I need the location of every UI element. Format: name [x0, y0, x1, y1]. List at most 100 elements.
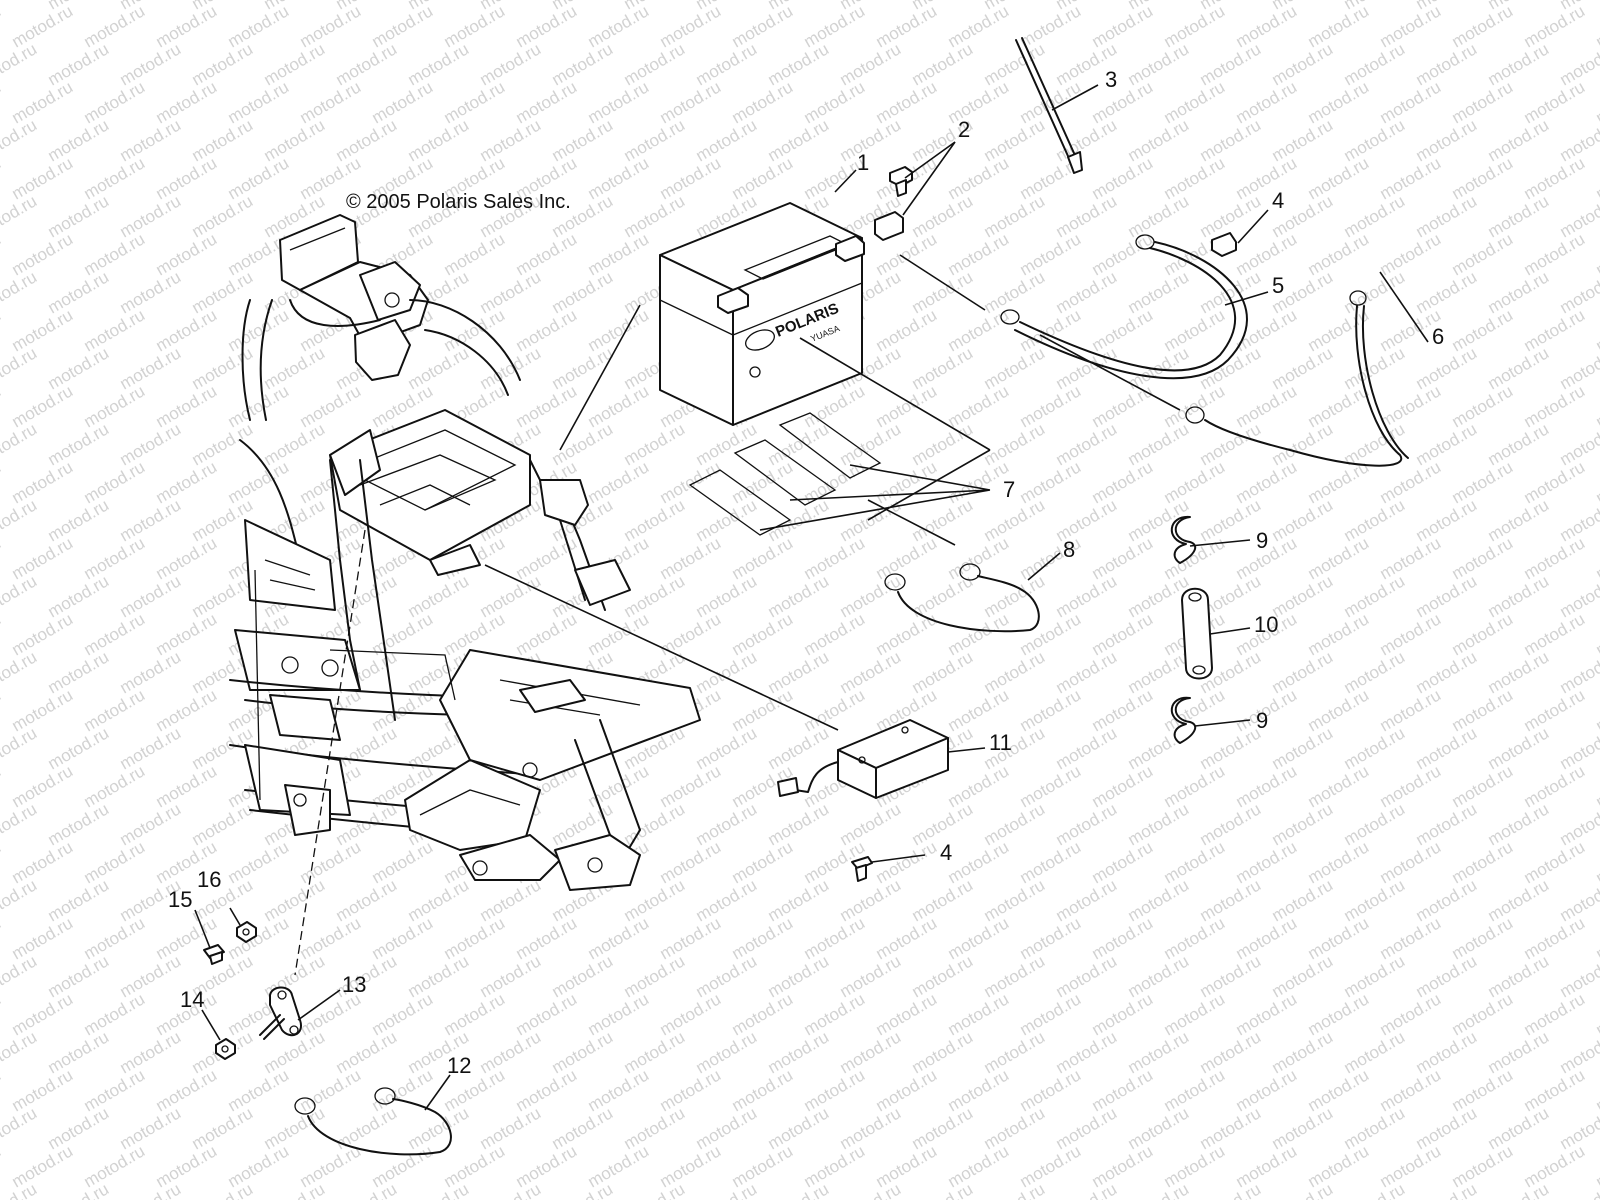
watermark-text: motod.ru: [513, 77, 581, 127]
watermark-text: motod.ru: [1593, 989, 1600, 1039]
watermark-text: motod.ru: [1233, 837, 1301, 887]
watermark-text: motod.ru: [729, 837, 797, 887]
watermark-text: motod.ru: [0, 837, 4, 887]
watermark-text: motod.ru: [81, 1065, 149, 1115]
watermark-text: motod.ru: [189, 191, 257, 241]
watermark-text: motod.ru: [1017, 457, 1085, 507]
watermark-text: motod.ru: [1485, 1027, 1553, 1077]
watermark-text: motod.ru: [945, 1, 1013, 51]
watermark-text: motod.ru: [1053, 1027, 1121, 1077]
watermark-text: motod.ru: [1269, 115, 1337, 165]
watermark-text: motod.ru: [1053, 1103, 1121, 1153]
watermark-text: motod.ru: [1233, 913, 1301, 963]
watermark-text: motod.ru: [729, 685, 797, 735]
watermark-text: motod.ru: [945, 153, 1013, 203]
watermark-text: motod.ru: [0, 457, 4, 507]
watermark-text: motod.ru: [909, 419, 977, 469]
watermark-text: motod.ru: [1449, 381, 1517, 431]
watermark-text: motod.ru: [189, 39, 257, 89]
watermark-text: motod.ru: [45, 419, 113, 469]
watermark-text: motod.ru: [981, 951, 1049, 1001]
watermark-text: motod.ru: [9, 381, 77, 431]
watermark-text: motod.ru: [81, 837, 149, 887]
part-2-terminal-hardware: [874, 166, 913, 241]
watermark-text: motod.ru: [81, 989, 149, 1039]
watermark-text: motod.ru: [1197, 723, 1265, 773]
watermark-text: motod.ru: [1089, 381, 1157, 431]
watermark-text: motod.ru: [297, 837, 365, 887]
watermark-text: motod.ru: [405, 1179, 473, 1200]
watermark-text: motod.ru: [513, 609, 581, 659]
watermark-text: motod.ru: [1017, 1, 1085, 51]
callout-1: 1: [857, 150, 869, 175]
watermark-text: motod.ru: [1485, 1103, 1553, 1153]
watermark-text: motod.ru: [837, 39, 905, 89]
watermark-text: motod.ru: [1161, 1065, 1229, 1115]
watermark-text: motod.ru: [1449, 609, 1517, 659]
watermark-text: motod.ru: [837, 1103, 905, 1153]
watermark-text: motod.ru: [837, 875, 905, 925]
watermark-text: motod.ru: [0, 1065, 4, 1115]
watermark-text: motod.ru: [117, 799, 185, 849]
watermark-text: motod.ru: [1305, 913, 1373, 963]
watermark-text: motod.ru: [1341, 799, 1409, 849]
watermark-text: motod.ru: [0, 685, 4, 735]
watermark-text: motod.ru: [549, 39, 617, 89]
part-5-cable: [1000, 234, 1248, 380]
watermark-text: motod.ru: [1305, 1065, 1373, 1115]
watermark-text: motod.ru: [1485, 495, 1553, 545]
watermark-text: motod.ru: [693, 115, 761, 165]
watermark-text: motod.ru: [1305, 77, 1373, 127]
watermark-text: motod.ru: [945, 685, 1013, 735]
watermark-text: motod.ru: [1593, 685, 1600, 735]
callout-5: 5: [1272, 273, 1284, 298]
watermark-text: motod.ru: [1125, 799, 1193, 849]
watermark-text: motod.ru: [81, 457, 149, 507]
watermark-text: motod.ru: [297, 1, 365, 51]
watermark-text: motod.ru: [837, 951, 905, 1001]
watermark-text: motod.ru: [1341, 571, 1409, 621]
watermark-text: motod.ru: [1089, 229, 1157, 279]
watermark-text: motod.ru: [1197, 115, 1265, 165]
watermark-text: motod.ru: [9, 1, 77, 51]
watermark-text: motod.ru: [909, 951, 977, 1001]
callout-7: 7: [1003, 477, 1015, 502]
watermark-text: motod.ru: [0, 875, 40, 925]
watermark-text: motod.ru: [117, 571, 185, 621]
watermark-text: motod.ru: [1377, 989, 1445, 1039]
watermark-text: motod.ru: [225, 381, 293, 431]
watermark-text: motod.ru: [1161, 761, 1229, 811]
watermark-text: motod.ru: [117, 39, 185, 89]
watermark-text: motod.ru: [657, 761, 725, 811]
watermark-text: motod.ru: [117, 1179, 185, 1200]
watermark-text: motod.ru: [693, 419, 761, 469]
watermark-text: motod.ru: [0, 267, 40, 317]
watermark-text: motod.ru: [0, 115, 40, 165]
watermark-text: motod.ru: [1017, 989, 1085, 1039]
watermark-text: motod.ru: [1017, 1065, 1085, 1115]
watermark-text: motod.ru: [45, 1179, 113, 1200]
watermark-text: motod.ru: [513, 381, 581, 431]
watermark-text: motod.ru: [1305, 989, 1373, 1039]
watermark-text: motod.ru: [1125, 191, 1193, 241]
watermark-text: motod.ru: [1053, 1179, 1121, 1200]
watermark-text: motod.ru: [945, 77, 1013, 127]
watermark-text: motod.ru: [837, 419, 905, 469]
watermark-text: motod.ru: [1305, 837, 1373, 887]
callout-13: 13: [342, 972, 366, 997]
watermark-text: motod.ru: [1377, 1, 1445, 51]
watermark-text: motod.ru: [1521, 609, 1589, 659]
watermark-text: motod.ru: [729, 989, 797, 1039]
watermark-text: motod.ru: [225, 1065, 293, 1115]
watermark-text: motod.ru: [117, 495, 185, 545]
watermark-text: motod.ru: [585, 989, 653, 1039]
watermark-text: motod.ru: [297, 77, 365, 127]
watermark-text: motod.ru: [0, 495, 40, 545]
watermark-text: motod.ru: [873, 381, 941, 431]
watermark-text: motod.ru: [0, 419, 40, 469]
watermark-text: motod.ru: [297, 381, 365, 431]
watermark-text: motod.ru: [297, 1065, 365, 1115]
watermark-text: motod.ru: [1269, 1027, 1337, 1077]
watermark-text: motod.ru: [801, 533, 869, 583]
watermark-text: motod.ru: [1413, 191, 1481, 241]
